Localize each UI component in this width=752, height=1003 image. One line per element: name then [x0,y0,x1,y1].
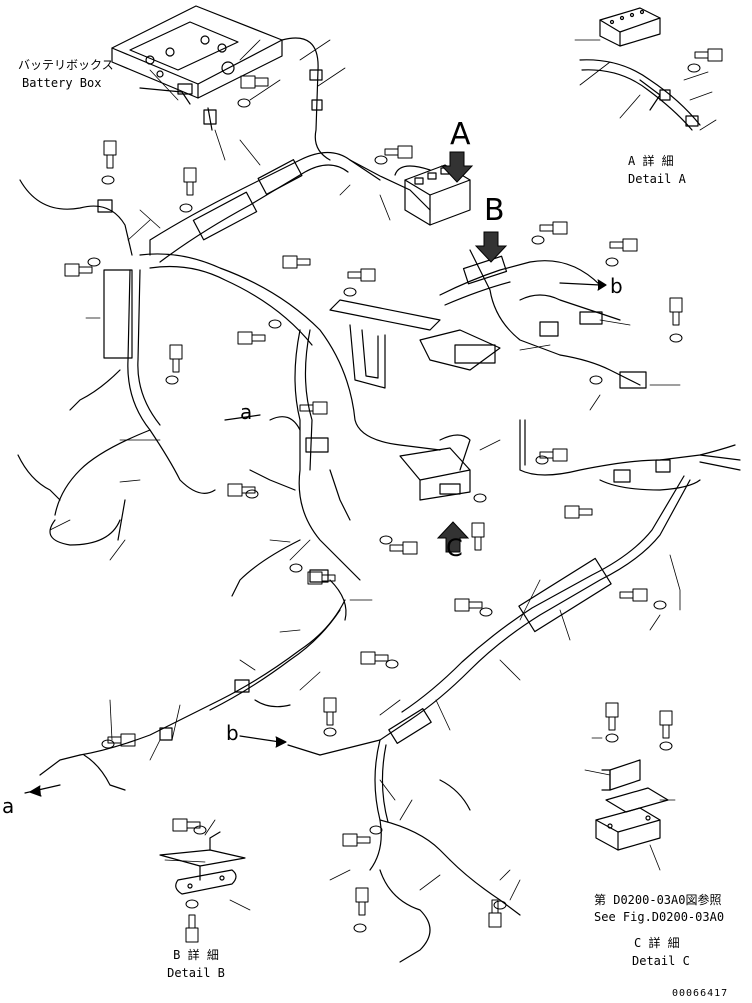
washer-symbols [87,63,701,933]
b-connector-harness [439,260,601,296]
detail-b-title-en: Detail B [167,966,225,980]
battery-box [111,5,283,131]
reference-note-jp: 第 D0200-03A0図参照 [594,893,722,907]
upper-trunk-harness [139,151,441,451]
detail-c-title-en: Detail C [632,954,690,968]
connector-b-upper: b [610,274,623,298]
detail-a-title-jp: A 詳 細 [628,154,674,168]
detail-b-drawing [159,831,246,895]
view-arrow-c-icon [436,521,470,553]
lower-trunk-harness [287,475,691,963]
frame-rails [329,299,501,389]
view-label-b: B [484,193,505,228]
drawing-number: 00066417 [672,988,729,999]
middle-harness-cluster [231,329,361,621]
arrow-a-upper [224,414,261,421]
view-label-a: A [450,117,471,152]
reference-note-en: See Fig.D0200-03A0 [594,910,725,924]
battery-box-label-jp: バッテリボックス [18,58,114,72]
connector-a-lower: a [2,794,15,818]
leader-lines [49,39,717,911]
detail-a-drawing [579,7,701,131]
detail-c-title-jp: C 詳 細 [634,936,680,950]
detail-c-drawing [595,759,669,851]
connector-a-upper: a [240,400,253,424]
detail-a-connector-body [394,164,471,226]
arrow-b-upper [559,279,607,291]
left-harness [127,269,216,494]
detail-a-title-en: Detail A [628,172,686,186]
connector-b-lower: b [226,721,239,745]
arrow-a-lower [24,784,61,797]
view-arrow-a-icon [440,151,474,183]
arrow-b-lower [239,735,287,748]
bolt-symbols [64,48,723,943]
detail-c-bracket-main [399,434,471,501]
view-label-c: C [446,534,463,562]
view-arrow-b-icon [474,231,508,263]
lower-left-harness [79,599,346,756]
detail-b-title-jp: B 詳 細 [173,948,219,962]
right-harness [519,419,736,476]
battery-box-label-en: Battery Box [22,76,102,90]
